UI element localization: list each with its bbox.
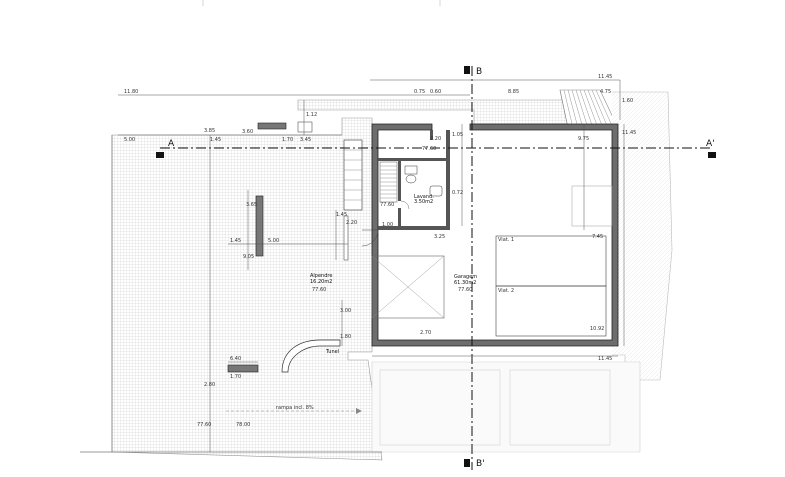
dim-top-total: 11.45: [598, 74, 612, 80]
counter-unit: [343, 139, 363, 211]
dim-top-c: 8.85: [508, 89, 519, 95]
dim-top-a: 0.75: [414, 89, 425, 95]
tunnel-arch: [281, 339, 341, 373]
landscape-bed-1: [379, 369, 501, 446]
garage-niche: [571, 185, 613, 227]
dim-g5: 2.20: [430, 136, 441, 142]
section-a-left: A: [168, 139, 175, 149]
dim-bottom-total: 11.45: [598, 356, 612, 362]
tread-line: [575, 89, 589, 129]
tunnel-label: Tunel: [325, 349, 339, 355]
tread-line: [579, 89, 594, 129]
column-strip: [343, 215, 349, 261]
toilet-fixture: [404, 165, 418, 184]
car-2-label: Viat. 2: [498, 288, 514, 294]
door-swing: [361, 229, 379, 247]
tread-line: [563, 89, 574, 129]
dim-s5: 1.00: [382, 222, 393, 228]
garage-level: 77.60: [458, 287, 472, 293]
dim-g6: 0.72: [452, 190, 463, 196]
tread-line: [591, 89, 609, 129]
dim-g3: 10.92: [590, 326, 604, 332]
ramp-arrow: [226, 408, 362, 414]
small-room-name: Lavand.: [414, 194, 434, 200]
dim-mid-b: 1.45: [336, 212, 347, 218]
section-a-right: A': [706, 139, 715, 149]
dim-left-e: 3.45: [300, 137, 311, 143]
dim-s1: 2.20: [346, 220, 357, 226]
bath-level: 77.60: [422, 146, 436, 152]
planter-1: [255, 195, 264, 257]
level-c: 78.00: [236, 422, 250, 428]
exterior-stair: [559, 89, 619, 129]
parking-bay-2: [495, 285, 607, 337]
landscape-right: [612, 91, 673, 381]
garage-door-diagonal: [371, 255, 445, 319]
inner-stair: [379, 161, 398, 203]
dim-v2: 1.12: [306, 112, 317, 118]
ramp-label: rampa incl. 8%: [276, 405, 314, 411]
landscape-bottom: [371, 361, 641, 453]
dim-v7: 2.80: [204, 382, 215, 388]
internal-walls: [378, 130, 450, 230]
dim-v3: 1.60: [622, 98, 633, 104]
section-line-a: [156, 147, 716, 158]
garage-name: Garagem: [454, 274, 477, 280]
level-b: 77.60: [197, 422, 211, 428]
dim-g1: 3.25: [434, 234, 445, 240]
tread-line: [559, 89, 569, 129]
planter-2: [257, 122, 287, 130]
dim-s4: 2.70: [420, 330, 431, 336]
tread-line: [571, 89, 584, 129]
dim-top-b: 0.60: [430, 89, 441, 95]
dim-left-b: 1.45: [210, 137, 221, 143]
alpendre-name: Alpendre: [310, 273, 332, 279]
dim-v6: 1.45: [230, 238, 241, 244]
tread-line: [567, 89, 579, 129]
car-1-label: Viat. 1: [498, 237, 514, 243]
alpendre-level: 77.60: [312, 287, 326, 293]
dim-mid-a: 5.00: [268, 238, 279, 244]
dim-left-c: 3.60: [242, 129, 253, 135]
dim-bl-b: 1.70: [230, 374, 241, 380]
pilaster: [297, 121, 313, 133]
dim-top-left: 11.80: [124, 89, 138, 95]
section-line-b: [464, 66, 473, 470]
dimension-lines: [118, 79, 625, 452]
dim-s2: 3.00: [340, 308, 351, 314]
dim-right-total: 11.45: [622, 130, 636, 136]
door-swing: [400, 200, 410, 210]
level-a: 77.60: [380, 202, 394, 208]
garage-area: 61.30m2: [454, 280, 476, 286]
garage-door-area: [371, 255, 445, 319]
planter-3: [227, 364, 259, 373]
dim-g4: 9.75: [578, 136, 589, 142]
dim-s3: 1.80: [340, 334, 351, 340]
tread-line: [583, 89, 599, 129]
dim-v5: 9.05: [243, 254, 254, 260]
section-b-bottom: B': [476, 459, 485, 469]
tiled-patio: [111, 117, 383, 461]
dim-v1: 3.85: [204, 128, 215, 134]
tread-line: [595, 89, 614, 129]
dim-left-d: 1.70: [282, 137, 293, 143]
dim-top-d: 4.75: [600, 89, 611, 95]
dim-bl-a: 6.40: [230, 356, 241, 362]
tread-line: [587, 89, 604, 129]
dim-left-a: 5.00: [124, 137, 135, 143]
section-b-top: B: [476, 67, 482, 77]
dim-v4: 3.65: [246, 202, 257, 208]
dim-g2: 7.45: [592, 234, 603, 240]
dim-g7: 1.05: [452, 132, 463, 138]
alpendre-area: 16.20m2: [310, 279, 332, 285]
landscape-bed-2: [509, 369, 611, 446]
basin-fixture: [429, 185, 443, 197]
small-room-area: 3.50m2: [414, 199, 433, 205]
